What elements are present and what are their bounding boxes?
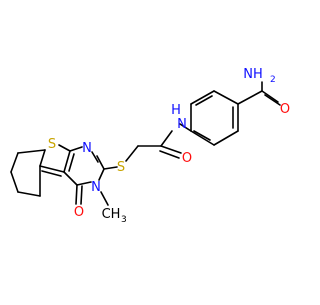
linker-n-label: N [177, 117, 187, 132]
linker-oxygen-label: O [182, 151, 192, 166]
cyclohexane-ring [10, 149, 46, 197]
pyrimidine-n1-label: N [82, 141, 92, 156]
linker-h-label: H [171, 103, 181, 118]
molecule-canvas: NH 2 O H N O S S N N CH 3 O [10, 67, 290, 225]
ketone-and-methyl [75, 184, 109, 206]
methyl-label: CH [102, 207, 121, 222]
pyrimidinone-ring [63, 146, 118, 186]
pyrimidine-n3-label: N [91, 180, 101, 195]
carboxamide-group [237, 81, 281, 106]
amide-nh2-label: NH [243, 67, 263, 82]
thiophene-ring [39, 144, 71, 177]
methyl-subscript: 3 [121, 215, 127, 225]
amide-linker [125, 123, 192, 162]
amide-nh2-subscript: 2 [270, 75, 276, 85]
benzene-ring [190, 90, 239, 146]
amide-oxygen-label: O [280, 102, 290, 117]
molecule-structure: NH 2 O H N O S S N N CH 3 O [10, 67, 290, 225]
thiophene-sulfur-label: S [48, 137, 56, 152]
thioether-sulfur-label: S [117, 160, 125, 175]
ketone-oxygen-label: O [74, 205, 84, 220]
